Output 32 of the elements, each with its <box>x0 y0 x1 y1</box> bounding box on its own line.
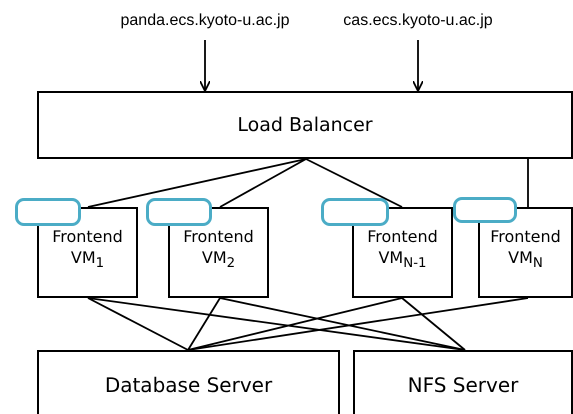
vm-box <box>352 207 453 298</box>
node-label: Frontend VM$_{N-1}$ <box>366 227 439 272</box>
vm-box <box>37 207 138 298</box>
connector-line <box>88 297 188 351</box>
connector-line <box>401 297 466 351</box>
load-balancer-box <box>37 91 573 159</box>
node-label: Load Balancer <box>237 112 373 138</box>
connector-line <box>188 297 528 351</box>
url-label: panda.ecs.kyoto-u.ac.jp <box>120 10 290 31</box>
vm-box <box>478 207 573 298</box>
tag-shape <box>321 198 389 226</box>
url-label: cas.ecs.kyoto-u.ac.jp <box>343 10 493 31</box>
connector-line <box>220 158 306 208</box>
node-label: Frontend VM$_{N}$ <box>489 227 562 272</box>
connector-line <box>187 298 221 350</box>
arrow <box>199 40 211 92</box>
node-label: Frontend VM$_{1}$ <box>51 227 124 272</box>
tag-shape <box>146 198 212 226</box>
connector-line <box>88 158 306 208</box>
tag-shape <box>15 198 81 226</box>
connector-line <box>188 297 402 351</box>
vm-box <box>168 207 269 298</box>
tag-shape <box>453 197 517 223</box>
arrow <box>412 40 424 92</box>
server-box <box>353 350 573 414</box>
node-label: Frontend VM$_{2}$ <box>182 227 255 272</box>
connector-line <box>220 297 466 351</box>
server-box <box>37 350 340 414</box>
node-label: NFS Server <box>408 372 518 398</box>
node-label: Database Server <box>104 372 272 398</box>
connector-line <box>306 158 402 208</box>
connector-line <box>527 159 529 207</box>
